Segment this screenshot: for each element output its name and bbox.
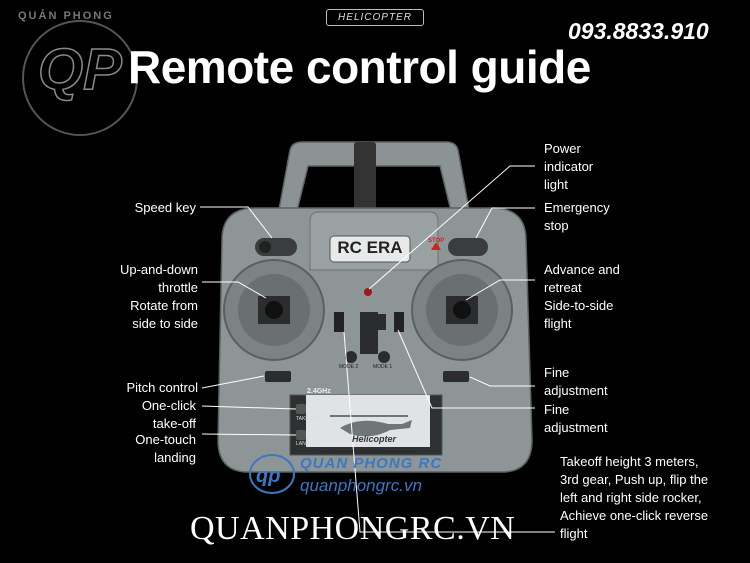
label-power: Power indicator light bbox=[544, 140, 593, 194]
label-advance-line3: Side-to-side bbox=[544, 298, 614, 313]
label-advance: Advance and retreat Side-to-side flight bbox=[544, 261, 620, 333]
label-takeoff-desc-line4: Achieve one-click reverse bbox=[560, 508, 709, 523]
mode1-label: MODE 1 bbox=[373, 364, 393, 370]
label-emergency: Emergency stop bbox=[544, 199, 610, 235]
logo-letters: QP bbox=[37, 36, 122, 103]
label-takeoff-line1: One-click bbox=[141, 398, 196, 413]
mode1-badge bbox=[378, 351, 390, 363]
label-emergency-line1: Emergency bbox=[544, 200, 610, 215]
emergency-stop-button[interactable] bbox=[448, 238, 488, 256]
left-stick[interactable] bbox=[265, 301, 283, 319]
watermark-url: quanphongrc.vn bbox=[300, 476, 422, 495]
landing-button[interactable] bbox=[296, 430, 306, 440]
label-fine1: Fine adjustment bbox=[544, 364, 608, 400]
label-advance-line1: Advance and bbox=[544, 262, 620, 277]
svg-text:qp: qp bbox=[256, 465, 280, 487]
line-power bbox=[368, 165, 535, 290]
helicopter-badge: HELICOPTER bbox=[326, 9, 424, 26]
label-fine1-line2: adjustment bbox=[544, 383, 608, 398]
landing-button-label: LANDING bbox=[296, 441, 319, 447]
takeoff-button-label: TAKE OFF bbox=[296, 416, 321, 422]
power-indicator-light bbox=[364, 288, 372, 296]
helicopter-label: Helicopter bbox=[352, 434, 397, 444]
takeoff-button[interactable] bbox=[296, 404, 306, 414]
freq-label: 2.4GHz bbox=[307, 388, 331, 395]
label-landing-line2: landing bbox=[154, 450, 196, 465]
label-speed-key: Speed key bbox=[134, 200, 196, 215]
label-fine2-line1: Fine bbox=[544, 402, 570, 417]
fine-trim-right[interactable] bbox=[443, 371, 469, 382]
label-takeoff-desc-line1: Takeoff height 3 meters, bbox=[560, 454, 699, 469]
footer-strip: DIGITAL PROPORTIONAL RADIO CONTROL SYSTE… bbox=[318, 449, 418, 454]
leader-lines bbox=[200, 165, 555, 533]
label-takeoff-desc: Takeoff height 3 meters, 3rd gear, Push … bbox=[560, 453, 746, 543]
label-throttle-line3: Rotate from bbox=[130, 298, 198, 313]
right-stick[interactable] bbox=[453, 301, 471, 319]
line-takeoff bbox=[201, 405, 297, 410]
label-advance-line4: flight bbox=[544, 316, 572, 331]
label-power-line1: Power bbox=[544, 141, 581, 156]
centre-toggle[interactable] bbox=[360, 312, 378, 354]
label-emergency-line2: stop bbox=[544, 218, 569, 233]
label-takeoff-desc-line2: 3rd gear, Push up, flip the bbox=[560, 472, 709, 487]
line-pitch bbox=[201, 375, 265, 389]
label-landing-line1: One-touch bbox=[135, 432, 196, 447]
line-throttle bbox=[202, 281, 267, 299]
line-speed-key bbox=[200, 206, 273, 239]
logo-text: QUẢN PHONG bbox=[18, 10, 114, 22]
line-fine1 bbox=[469, 376, 535, 387]
label-throttle: Up-and-down throttle Rotate from side to… bbox=[60, 261, 198, 333]
helicopter-icon bbox=[340, 420, 412, 437]
label-fine2-line2: adjustment bbox=[544, 420, 608, 435]
label-fine1-line1: Fine bbox=[544, 365, 570, 380]
stop-label: STOP bbox=[428, 238, 445, 244]
label-pitch: Pitch control bbox=[126, 380, 198, 395]
stop-arrow-icon bbox=[431, 242, 441, 250]
label-takeoff-desc-line5: flight bbox=[560, 526, 588, 541]
line-advance bbox=[465, 279, 535, 301]
speed-key-knob bbox=[259, 241, 271, 253]
brand-plate bbox=[329, 235, 411, 263]
label-throttle-line1: Up-and-down bbox=[119, 262, 198, 277]
watermark-name: QUAN PHONG RC bbox=[300, 455, 443, 472]
mode2-badge bbox=[345, 351, 357, 363]
label-power-line3: light bbox=[544, 177, 568, 192]
line-landing bbox=[201, 433, 297, 436]
logo-ring bbox=[22, 20, 138, 136]
line-fine2 bbox=[397, 329, 535, 409]
label-power-line2: indicator bbox=[544, 159, 594, 174]
label-takeoff-line2: take-off bbox=[152, 416, 196, 431]
label-fine2: Fine adjustment bbox=[544, 401, 608, 437]
remote-brand: RC ERA bbox=[337, 238, 403, 257]
label-throttle-line2: throttle bbox=[158, 280, 198, 295]
footer-brand: QUANPHONGRC.VN bbox=[190, 510, 516, 547]
antenna bbox=[354, 142, 376, 212]
centre-toggle-side bbox=[378, 314, 386, 330]
mode1-switch[interactable] bbox=[394, 312, 404, 332]
phone-number: 093.8833.910 bbox=[568, 18, 709, 44]
watermark-logo-icon: qp bbox=[249, 454, 295, 494]
label-takeoff: One-click take-off bbox=[60, 397, 196, 433]
mode2-label: MODE 2 bbox=[339, 364, 359, 370]
line-takeoff-desc bbox=[343, 331, 555, 533]
pitch-trim[interactable] bbox=[265, 371, 291, 382]
line-emergency bbox=[475, 207, 535, 239]
label-takeoff-desc-line3: left and right side rocker, bbox=[560, 490, 702, 505]
label-landing: One-touch landing bbox=[60, 431, 196, 467]
label-advance-line2: retreat bbox=[544, 280, 582, 295]
mode2-switch[interactable] bbox=[334, 312, 344, 332]
label-throttle-line4: side to side bbox=[132, 316, 198, 331]
page-title: Remote control guide bbox=[128, 41, 591, 93]
